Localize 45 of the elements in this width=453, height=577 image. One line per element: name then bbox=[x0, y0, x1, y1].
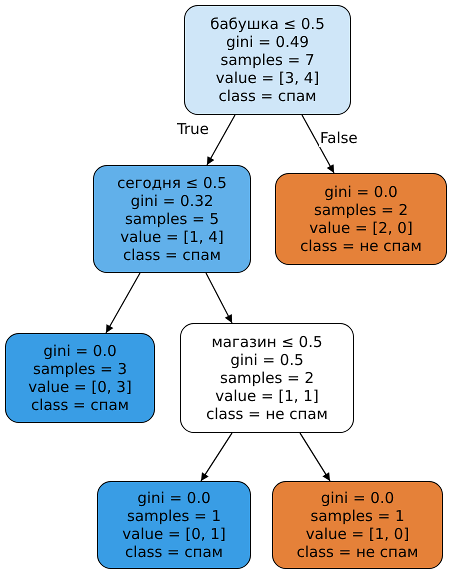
node-text: class = спам bbox=[125, 543, 223, 561]
node-text: samples = 7 bbox=[220, 51, 314, 69]
node-text: value = [0, 3] bbox=[28, 378, 132, 396]
node-text: магазин ≤ 0.5 bbox=[211, 333, 323, 351]
node-text: samples = 2 bbox=[314, 201, 408, 219]
node-text: class = спам bbox=[123, 246, 221, 264]
leaf-node bbox=[97, 481, 251, 569]
node-text: value = [0, 1] bbox=[122, 525, 226, 543]
arrow bbox=[300, 432, 330, 482]
node-text: samples = 2 bbox=[220, 369, 314, 387]
edge-label: False bbox=[319, 130, 359, 147]
leaf-node bbox=[275, 173, 447, 265]
node-text: gini = 0.0 bbox=[43, 342, 117, 360]
node-text: class = не спам bbox=[300, 237, 422, 255]
decision-node bbox=[180, 323, 354, 433]
node-text: samples = 5 bbox=[125, 210, 219, 228]
leaf-node bbox=[5, 333, 155, 423]
node-text: бабушка ≤ 0.5 bbox=[210, 15, 325, 33]
node-text: value = [3, 4] bbox=[216, 69, 320, 87]
node-text: gini = 0.32 bbox=[130, 192, 214, 210]
node-text: gini = 0.49 bbox=[226, 33, 309, 51]
arrow bbox=[105, 272, 141, 334]
node-text: class = не спам bbox=[206, 405, 328, 423]
node-text: class = спам bbox=[31, 396, 129, 414]
node-text: samples = 3 bbox=[33, 360, 127, 378]
decision-node bbox=[184, 5, 351, 115]
arrow bbox=[301, 114, 335, 174]
node-text: class = не спам bbox=[296, 543, 418, 561]
node-text: value = [1, 4] bbox=[120, 228, 224, 246]
node-text: value = [1, 0] bbox=[306, 525, 410, 543]
arrow bbox=[206, 114, 236, 166]
node-text: value = [2, 0] bbox=[309, 219, 413, 237]
node-text: value = [1, 1] bbox=[215, 387, 319, 405]
arrow bbox=[205, 272, 233, 324]
node-text: samples = 1 bbox=[127, 507, 221, 525]
node-text: gini = 0.5 bbox=[230, 351, 304, 369]
node-text: gini = 0.0 bbox=[320, 489, 394, 507]
node-text: samples = 1 bbox=[310, 507, 404, 525]
node-text: сегодня ≤ 0.5 bbox=[117, 174, 227, 192]
leaf-node bbox=[272, 481, 443, 569]
node-text: class = спам bbox=[218, 87, 316, 105]
decision-node bbox=[93, 165, 251, 273]
node-text: gini = 0.0 bbox=[137, 489, 211, 507]
node-text: gini = 0.0 bbox=[324, 183, 398, 201]
arrow bbox=[200, 432, 232, 482]
